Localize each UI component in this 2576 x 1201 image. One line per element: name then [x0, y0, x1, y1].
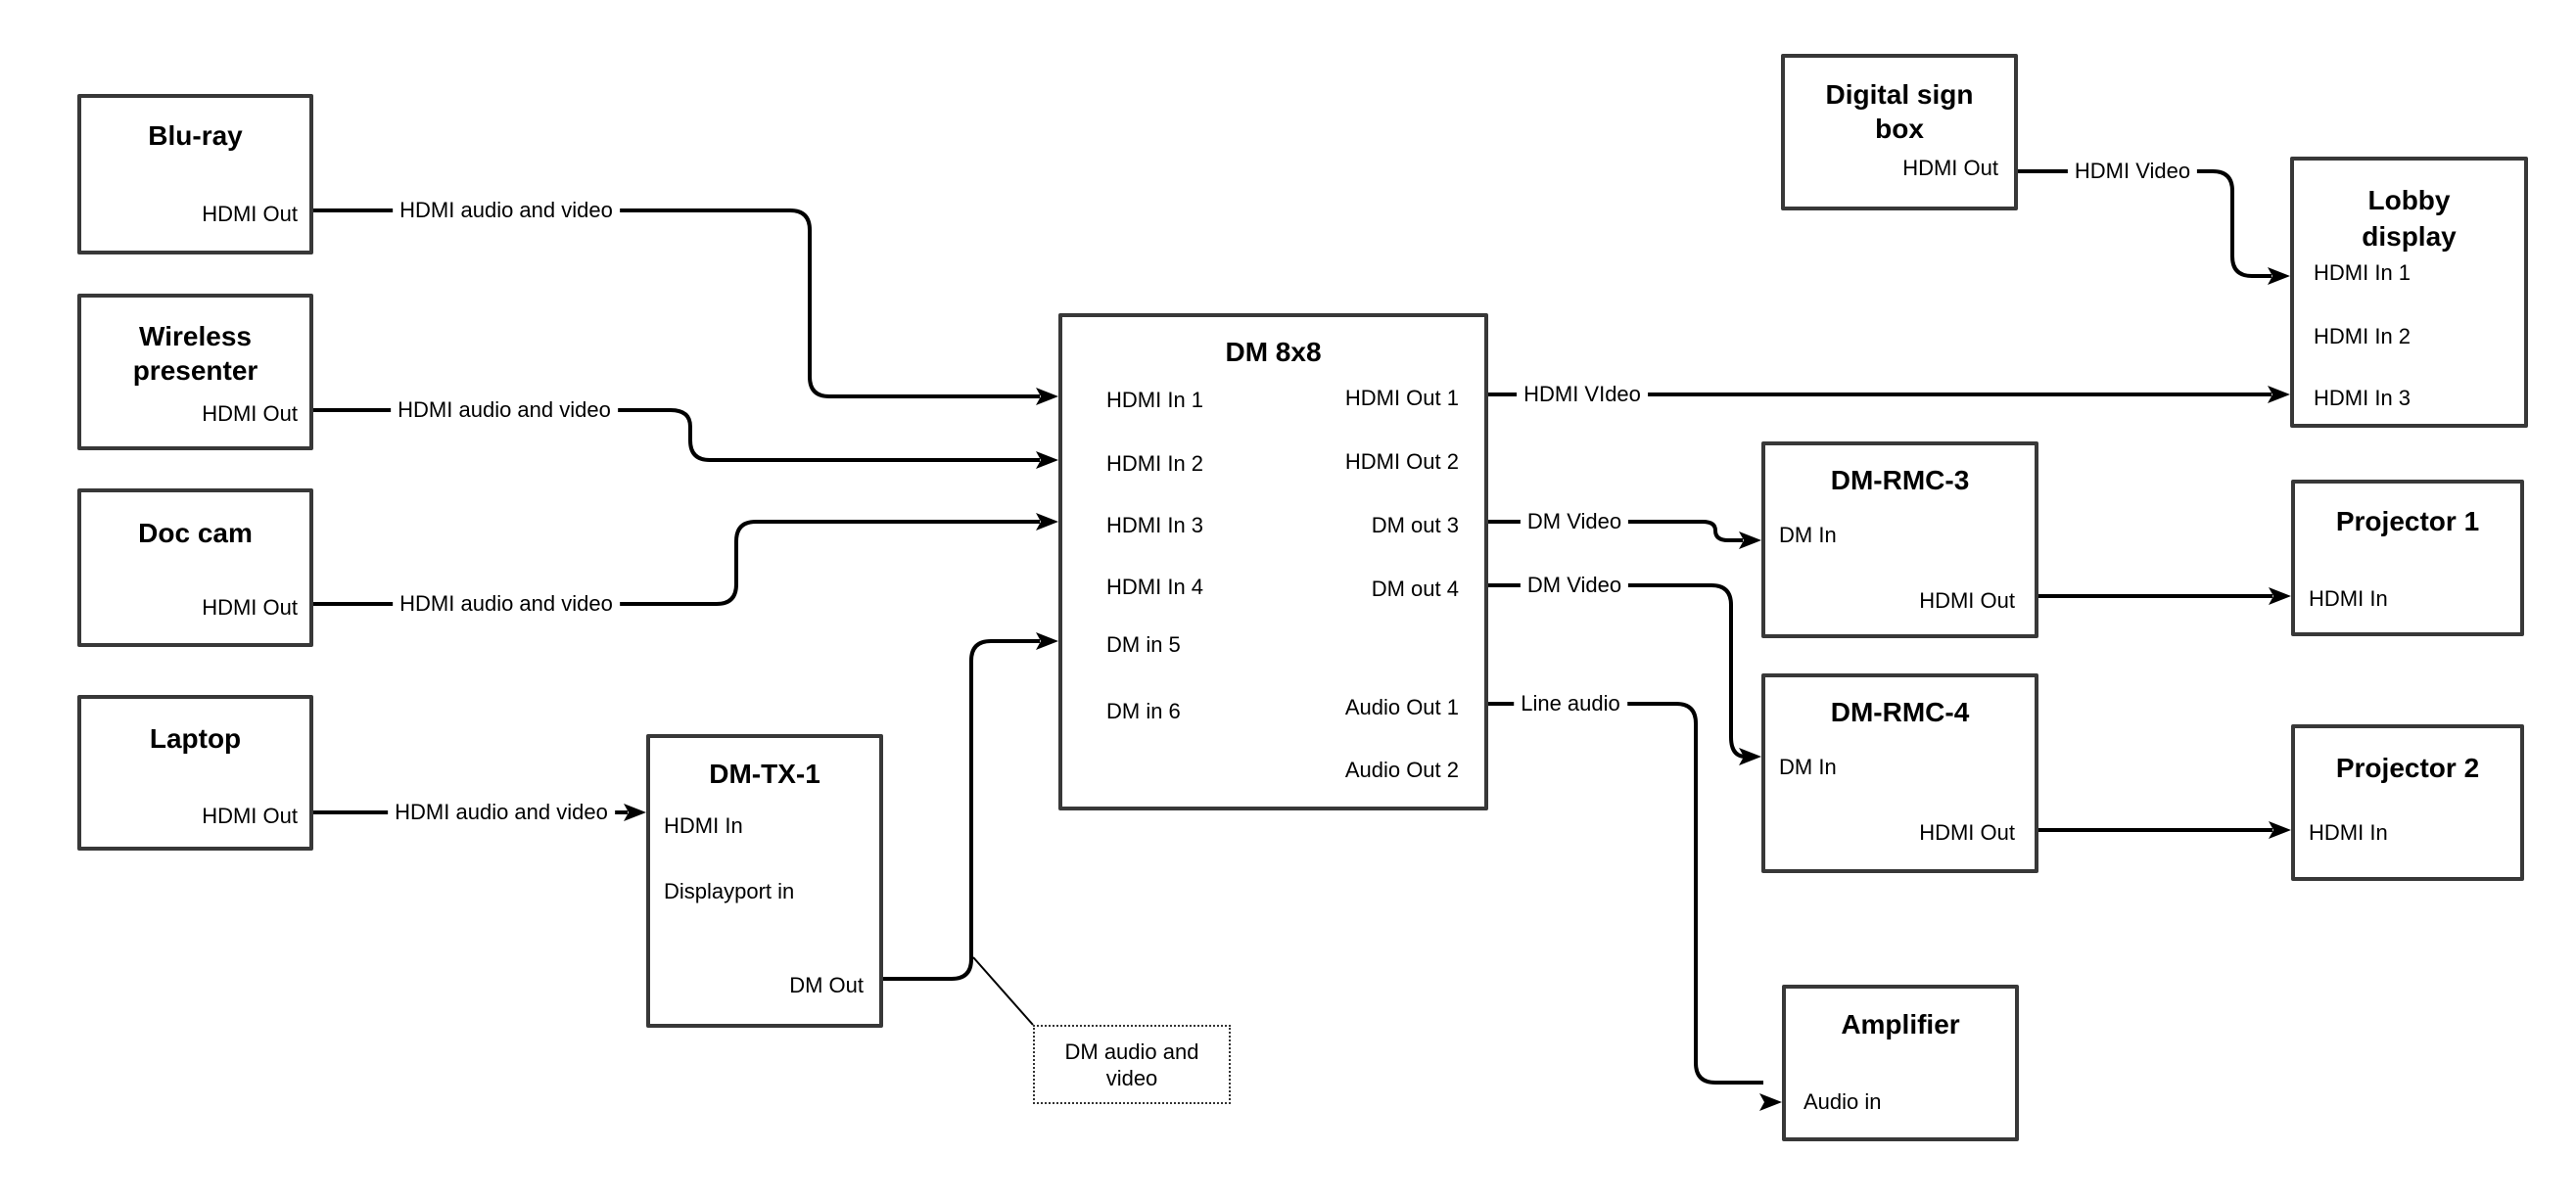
- port-laptop-hdmi-out: HDMI Out: [202, 804, 298, 828]
- port-dm8x8-dm-in-5: DM in 5: [1106, 632, 1181, 657]
- wire-label-laptop: HDMI audio and video: [388, 800, 615, 825]
- port-dm8x8-audio-out-2: Audio Out 2: [1344, 758, 1459, 782]
- port-doccam-hdmi-out: HDMI Out: [202, 595, 298, 620]
- wire-dm8x8-out4-to-dmrmc4: [1488, 583, 1747, 759]
- port-lobby-hdmi-in-3: HDMI In 3: [2314, 386, 2412, 410]
- wire-label-doccam: HDMI audio and video: [393, 591, 620, 617]
- port-dm8x8-hdmi-in-4: HDMI In 4: [1106, 575, 1204, 599]
- wire-doccam-to-dm8x8-in3: [313, 520, 1040, 606]
- arrowhead-amplifier-in: [1759, 1093, 1782, 1111]
- port-dm8x8-dm-out-4: DM out 4: [1371, 577, 1459, 601]
- wire-sign-to-lobby-in1: [2018, 169, 2272, 278]
- node-dmrmc3-title: DM-RMC-3: [1830, 465, 1970, 495]
- node-bluray: Blu-ray HDMI Out: [77, 94, 313, 254]
- port-dmtx1-dm-out: DM Out: [789, 973, 864, 997]
- port-dm8x8-hdmi-in-3: HDMI In 3: [1106, 513, 1204, 537]
- node-bluray-title: Blu-ray: [148, 120, 243, 151]
- wire-dm8x8-out3-to-dmrmc3: [1488, 520, 1743, 542]
- arrowhead-lobby-in3: [2268, 386, 2290, 403]
- port-dm8x8-dm-in-6: DM in 6: [1106, 699, 1181, 723]
- note-dm-audio-video: DM audio and video: [1033, 1025, 1231, 1104]
- arrowhead-dmtx1-in: [624, 804, 646, 821]
- wire-label-dm-video-out3: DM Video: [1520, 509, 1629, 534]
- arrowhead-lobby-in1: [2268, 267, 2290, 285]
- port-lobby-hdmi-in-1: HDMI In 1: [2314, 260, 2412, 285]
- port-dmrmc4-hdmi-out: HDMI Out: [1919, 820, 2015, 845]
- arrowhead-dm8x8-in2: [1036, 451, 1058, 469]
- arrowhead-proj1-in: [2269, 587, 2291, 605]
- wire-dmtx1-to-dm8x8-in5: [883, 639, 1040, 981]
- node-dmrmc4-title: DM-RMC-4: [1830, 697, 1970, 727]
- port-dm8x8-hdmi-in-2: HDMI In 2: [1106, 451, 1204, 476]
- port-dmrmc3-hdmi-out: HDMI Out: [1919, 588, 2015, 613]
- arrowhead-dm8x8-in3: [1036, 513, 1058, 531]
- wire-label-dm-video-out4: DM Video: [1520, 573, 1629, 598]
- node-dm8x8-title: DM 8x8: [1225, 337, 1322, 367]
- node-projector1-title: Projector 1: [2335, 506, 2480, 536]
- arrowhead-dm8x8-in5: [1036, 632, 1058, 650]
- port-bluray-hdmi-out: HDMI Out: [202, 202, 298, 226]
- node-projector2: Projector 2 HDMI In: [2291, 724, 2524, 881]
- port-dmrmc3-dm-in: DM In: [1779, 523, 1837, 547]
- node-dmtx1: DM-TX-1 HDMI In Displayport in DM Out: [646, 734, 883, 1028]
- node-wireless-title: Wireless presenter: [132, 321, 258, 386]
- wire-dm8x8-audio1-to-amplifier: [1488, 702, 1763, 1085]
- wire-wireless-to-dm8x8-in2: [313, 408, 1040, 462]
- note-line2: video: [1105, 1065, 1158, 1090]
- node-digital-sign-title: Digital sign box: [1825, 79, 1974, 144]
- node-laptop: Laptop HDMI Out: [77, 695, 313, 851]
- arrowhead-proj2-in: [2269, 821, 2291, 839]
- arrowhead-dmrmc4-in: [1739, 748, 1761, 765]
- node-doccam-title: Doc cam: [138, 518, 253, 548]
- port-wireless-hdmi-out: HDMI Out: [202, 401, 298, 426]
- wire-label-wireless: HDMI audio and video: [391, 397, 618, 423]
- node-dmtx1-title: DM-TX-1: [709, 759, 820, 789]
- port-dm8x8-audio-out-1: Audio Out 1: [1344, 695, 1459, 719]
- node-amplifier-title: Amplifier: [1841, 1009, 1960, 1039]
- note-callout-line: [972, 956, 1034, 1026]
- node-lobby-display: Lobby display HDMI In 1 HDMI In 2 HDMI I…: [2290, 157, 2528, 428]
- node-amplifier: Amplifier Audio in: [1782, 985, 2019, 1141]
- node-dmrmc3: DM-RMC-3 DM In HDMI Out: [1761, 441, 2038, 638]
- port-dm8x8-hdmi-out-2: HDMI Out 2: [1344, 449, 1459, 474]
- wire-label-line-audio: Line audio: [1514, 691, 1627, 716]
- port-dm8x8-dm-out-3: DM out 3: [1371, 513, 1459, 537]
- port-dmtx1-hdmi-in: HDMI In: [664, 813, 743, 838]
- node-digital-sign-box: Digital sign box HDMI Out: [1781, 54, 2018, 210]
- wire-bluray-to-dm8x8-in1: [313, 208, 1040, 398]
- node-laptop-title: Laptop: [149, 723, 242, 754]
- port-amplifier-audio-in: Audio in: [1803, 1089, 1882, 1114]
- port-dm8x8-hdmi-in-1: HDMI In 1: [1106, 388, 1204, 412]
- wire-label-hdmi-video-sign: HDMI Video: [2067, 159, 2198, 184]
- port-projector1-hdmi-in: HDMI In: [2309, 586, 2388, 611]
- node-dmrmc4: DM-RMC-4 DM In HDMI Out: [1761, 673, 2038, 873]
- node-projector2-title: Projector 2: [2335, 753, 2480, 783]
- node-doccam: Doc cam HDMI Out: [77, 488, 313, 647]
- wire-label-bluray: HDMI audio and video: [393, 198, 620, 223]
- node-wireless-presenter: Wireless presenter HDMI Out: [77, 294, 313, 450]
- node-projector1: Projector 1 HDMI In: [2291, 480, 2524, 636]
- node-dm8x8: DM 8x8 HDMI In 1 HDMI In 2 HDMI In 3 HDM…: [1058, 313, 1488, 810]
- note-line1: DM audio and: [1064, 1039, 1199, 1064]
- port-lobby-hdmi-in-2: HDMI In 2: [2314, 324, 2412, 348]
- port-dmrmc4-dm-in: DM In: [1779, 755, 1837, 779]
- port-dm8x8-hdmi-out-1: HDMI Out 1: [1344, 386, 1459, 410]
- node-lobby-title: Lobby display: [2362, 185, 2457, 252]
- arrowhead-dm8x8-in1: [1036, 388, 1058, 405]
- arrowhead-dmrmc3-in: [1739, 531, 1761, 549]
- wire-label-hdmi-video-out1: HDMI VIdeo: [1517, 382, 1648, 407]
- port-sign-hdmi-out: HDMI Out: [1902, 156, 1998, 180]
- port-dmtx1-displayport-in: Displayport in: [664, 879, 795, 903]
- port-projector2-hdmi-in: HDMI In: [2309, 820, 2388, 845]
